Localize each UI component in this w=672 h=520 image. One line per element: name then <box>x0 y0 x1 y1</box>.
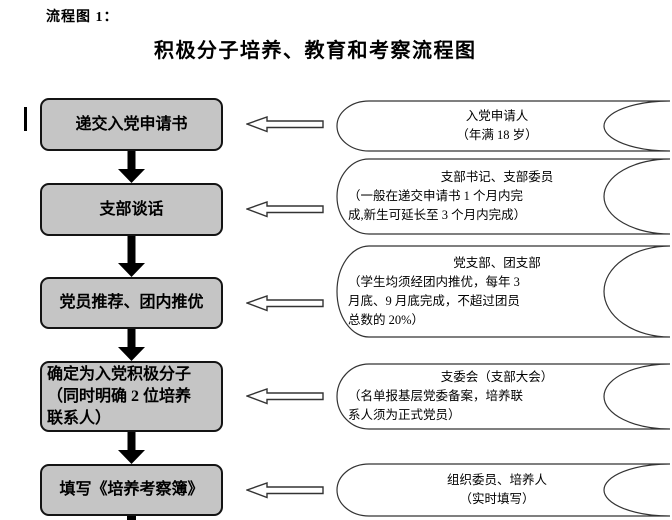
annotation-text: 入党申请人 （年满 18 岁） <box>348 100 646 152</box>
down-arrow-icon <box>118 329 145 366</box>
annotation-note-line: （学生均须经团内推优，每年 3 <box>348 274 520 289</box>
annotation-text: 支部书记、支部委员 （一般在递交申请书 1 个月内完成,新生可延长至 3 个月内完… <box>348 158 646 235</box>
annotation-note-line: （一般在递交申请书 1 个月内完 <box>348 189 524 203</box>
cursor-tick-mark <box>24 107 27 131</box>
annotation-text: 党支部、团支部 （学生均须经团内推优，每年 3 月底、9 月底完成，不超过团员总数的… <box>348 245 646 338</box>
process-box-line: 联系人） <box>47 409 112 427</box>
process-box: 党员推荐、团内推优 <box>40 277 223 329</box>
annotation-note-line: 系人须为正式党员） <box>348 408 461 422</box>
left-arrow-icon <box>244 115 324 138</box>
left-arrow-icon <box>244 387 324 410</box>
process-box: 递交入党申请书 <box>40 98 223 151</box>
annotation-shape: 支委会（支部大会） （名单报基层党委备案，培养联系人须为正式党员） <box>336 363 672 430</box>
process-box: 确定为入党积极分子 （同时明确 2 位培养联系人） <box>40 361 223 432</box>
annotation-title: 入党申请人 <box>465 109 529 123</box>
left-arrow-icon <box>244 200 324 223</box>
process-box-line: 确定为入党积极分子 <box>47 365 192 383</box>
process-box-line: （同时明确 2 位培养 <box>47 387 192 405</box>
annotation-text: 支委会（支部大会） （名单报基层党委备案，培养联系人须为正式党员） <box>348 363 646 430</box>
annotation-note-line: （名单报基层党委备案，培养联 <box>348 389 524 403</box>
process-box-line: 党员推荐、团内推优 <box>59 294 204 311</box>
down-arrow-icon <box>118 432 145 469</box>
annotation-shape: 入党申请人 （年满 18 岁） <box>336 100 672 152</box>
annotation-note-line: 月底、9 月底完成，不超过团员 <box>348 293 520 308</box>
annotation-shape: 支部书记、支部委员 （一般在递交申请书 1 个月内完成,新生可延长至 3 个月内完… <box>336 158 672 235</box>
annotation-note-line: （年满 18 岁） <box>456 128 538 142</box>
down-arrow-stub <box>127 516 136 520</box>
left-arrow-icon <box>244 294 324 317</box>
annotation-title: 支部书记、支部委员 <box>440 170 554 184</box>
annotation-shape: 党支部、团支部 （学生均须经团内推优，每年 3 月底、9 月底完成，不超过团员总数的… <box>336 245 672 338</box>
process-box-line: 填写《培养考察簿》 <box>59 481 204 498</box>
page-label: 流程图 1： <box>46 10 119 25</box>
annotation-title: 组织委员、培养人 <box>446 473 547 487</box>
annotation-note-line: 成,新生可延长至 3 个月内完成） <box>348 208 527 222</box>
process-box-line: 递交入党申请书 <box>75 115 188 133</box>
left-arrow-icon <box>244 481 324 504</box>
annotation-note-line: 总数的 20%） <box>348 312 425 327</box>
down-arrow-icon <box>118 236 145 282</box>
page-title: 积极分子培养、教育和考察流程图 <box>154 40 477 62</box>
down-arrow-icon <box>118 151 145 188</box>
process-box-line: 支部谈话 <box>99 200 164 218</box>
process-box: 填写《培养考察簿》 <box>40 464 223 516</box>
annotation-text: 组织委员、培养人 （实时填写） <box>348 463 646 517</box>
annotation-shape: 组织委员、培养人 （实时填写） <box>336 463 672 517</box>
annotation-title: 党支部、团支部 <box>453 255 541 270</box>
annotation-title: 支委会（支部大会） <box>440 370 554 384</box>
annotation-note-line: （实时填写） <box>459 492 535 506</box>
process-box: 支部谈话 <box>40 183 223 236</box>
